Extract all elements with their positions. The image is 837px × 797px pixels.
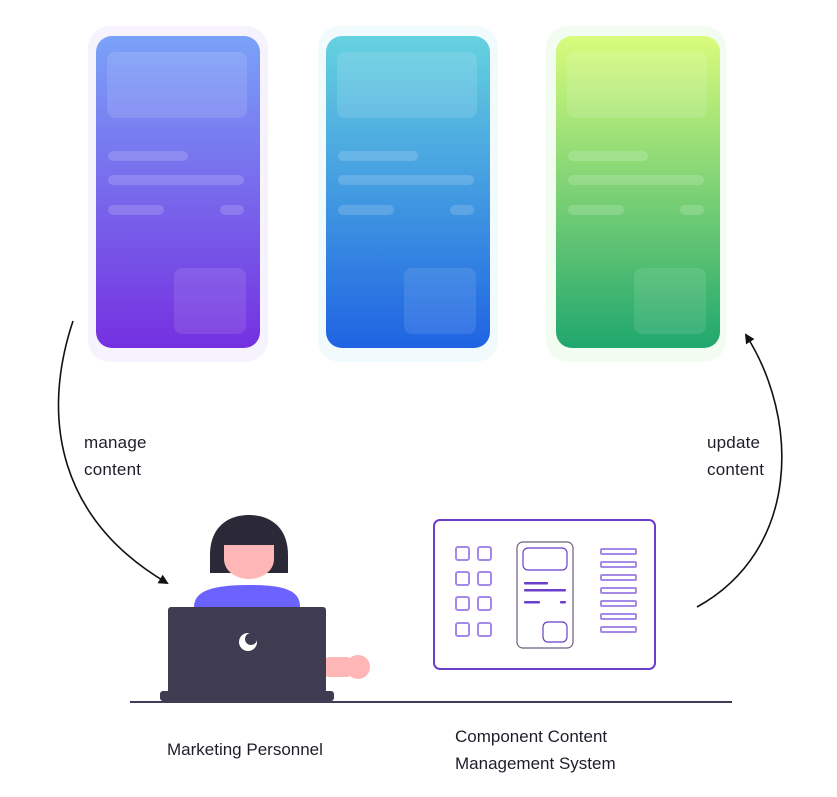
update-content-arrow: [696, 333, 783, 608]
phone-card: [404, 268, 476, 334]
phone-card: [634, 268, 706, 334]
phone-text-bar: [568, 175, 704, 185]
phone-text-bar: [338, 151, 418, 161]
manage-content-arrow: [57, 320, 169, 585]
phone-text-bar: [108, 151, 188, 161]
ccms-caption: Component Content Management System: [455, 723, 616, 777]
list-row: [600, 548, 637, 555]
ccms-window: [433, 519, 656, 670]
marketing-person-illustration: [160, 515, 370, 701]
phone-header-block: [567, 52, 707, 118]
component-square: [455, 596, 470, 611]
list-row: [600, 600, 637, 607]
component-square: [455, 622, 470, 637]
marketing-personnel-caption: Marketing Personnel: [167, 736, 323, 763]
component-square: [477, 596, 492, 611]
phone-header-block: [107, 52, 247, 118]
phone-text-bar: [108, 175, 244, 185]
component-square: [477, 546, 492, 561]
list-row: [600, 587, 637, 594]
phone-text-bar: [338, 175, 474, 185]
phone-header-block: [337, 52, 477, 118]
hand: [346, 655, 370, 679]
laptop-logo-cutout: [245, 633, 257, 645]
phone-blue: [326, 36, 490, 348]
phone-green: [556, 36, 720, 348]
list-row: [600, 626, 637, 633]
phone-text-bar: [450, 205, 474, 215]
ccms-component-grid: [455, 546, 492, 637]
phone-text-bar: [220, 205, 244, 215]
manage-label-line2: content: [84, 460, 142, 479]
component-square: [477, 622, 492, 637]
component-square: [455, 571, 470, 586]
list-row: [600, 613, 637, 620]
list-row: [600, 561, 637, 568]
component-square: [455, 546, 470, 561]
shirt: [194, 585, 300, 607]
phone-purple: [96, 36, 260, 348]
ccms-caption-line2: Management System: [455, 754, 616, 773]
face: [224, 545, 274, 579]
phone-text-bar: [568, 205, 624, 215]
ccms-content-list: [600, 548, 637, 633]
ccms-caption-line1: Component Content: [455, 727, 608, 746]
phone-card: [174, 268, 246, 334]
arm: [320, 657, 356, 677]
marketing-caption-text: Marketing Personnel: [167, 740, 323, 759]
manage-content-label: manage content: [84, 429, 147, 483]
phone-text-bar: [680, 205, 704, 215]
manage-label-line1: manage: [84, 433, 147, 452]
update-content-label: update content: [707, 429, 764, 483]
update-label-line1: update: [707, 433, 761, 452]
ccms-phone-preview: [516, 541, 574, 649]
laptop-base: [160, 691, 334, 701]
list-row: [600, 574, 637, 581]
component-square: [477, 571, 492, 586]
update-label-line2: content: [707, 460, 765, 479]
phone-text-bar: [108, 205, 164, 215]
phone-text-bar: [338, 205, 394, 215]
phone-text-bar: [568, 151, 648, 161]
